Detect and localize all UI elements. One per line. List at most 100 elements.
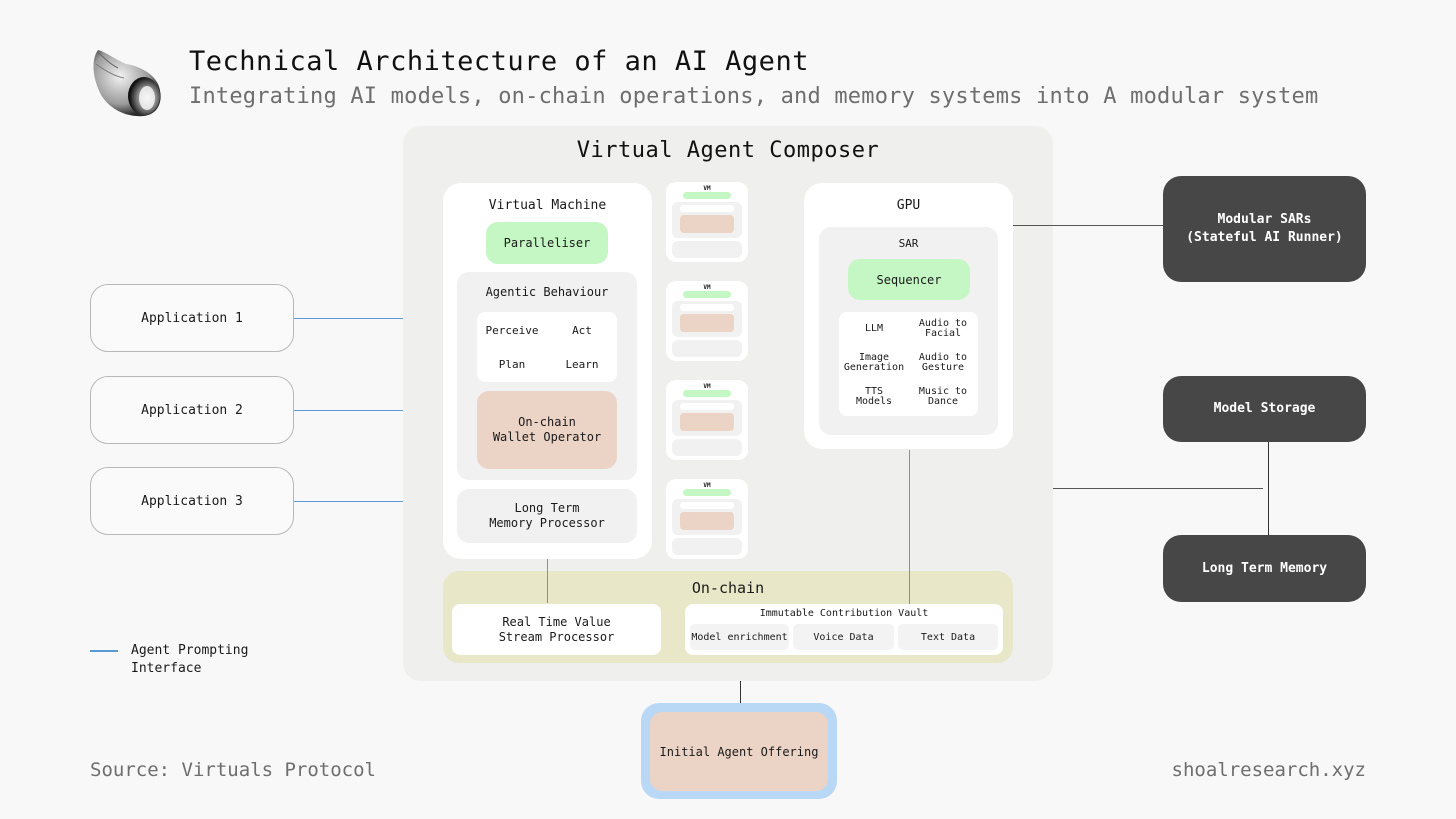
vm-thumb-bottom: [672, 538, 742, 555]
vm-thumb-peach: [680, 314, 734, 332]
composer-to-offering-connector: [740, 681, 741, 711]
wallet-operator-block: On-chain Wallet Operator: [477, 391, 617, 469]
modular-sars-line2: (Stateful AI Runner): [1186, 230, 1343, 245]
agentic-behaviour-title: Agentic Behaviour: [485, 285, 609, 299]
page-subtitle: Integrating AI models, on-chain operatio…: [189, 84, 1319, 109]
model-llm-line1: LLM: [864, 323, 884, 334]
value-stream-processor: Real Time Value Stream Processor: [452, 604, 661, 655]
gpu-to-onchain-connector: [909, 450, 910, 604]
vm-thumb-peach: [680, 413, 734, 431]
vm-thumb-white: [680, 403, 734, 410]
modular-sars-box: Modular SARs (Stateful AI Runner): [1163, 176, 1366, 282]
vm-thumbnail-label: VM: [703, 383, 711, 390]
application-3: Application 3: [90, 467, 294, 535]
seashell-logo-icon: [88, 44, 164, 120]
vm-thumb-green: [683, 291, 731, 298]
modular-sars-line1: Modular SARs: [1217, 212, 1312, 227]
long-term-memory-box: Long Term Memory: [1163, 535, 1366, 602]
vault-item-model-enrichment: Model enrichment: [690, 624, 789, 650]
composer-to-storage-connector: [1053, 488, 1263, 489]
vm-thumbnail-label: VM: [703, 185, 711, 192]
vm-to-onchain-connector: [547, 559, 548, 603]
long-term-memory-label: Long Term Memory: [1201, 560, 1328, 576]
vm-thumb-white: [680, 304, 734, 311]
wallet-operator-line1: On-chain: [518, 415, 576, 429]
vm-thumb-bottom: [672, 340, 742, 357]
vm-thumb-peach: [680, 215, 734, 233]
vm-thumbnail-label: VM: [703, 284, 711, 291]
model-line2: Gesture: [921, 362, 965, 373]
page-title: Technical Architecture of an AI Agent: [189, 46, 809, 77]
sequencer-label: Sequencer: [876, 272, 942, 287]
site-credit: shoalresearch.xyz: [1171, 759, 1366, 781]
gpu-to-sars-connector: [1013, 225, 1163, 226]
app2-connector: [294, 410, 403, 411]
memory-processor-line1: Long Term: [514, 501, 580, 515]
model-line1: Audio to: [918, 318, 968, 329]
application-2: Application 2: [90, 376, 294, 444]
vm-thumb-peach: [680, 512, 734, 530]
paralleliser-label: Paralleliser: [503, 236, 591, 250]
behaviour-grid: Perceive Act Plan Learn: [477, 312, 617, 382]
vault-item-voice-data: Voice Data: [793, 624, 894, 650]
model-line2: Generation: [843, 362, 905, 373]
model-line1: Image: [858, 352, 890, 363]
vm-thumb-green: [683, 192, 731, 199]
source-credit: Source: Virtuals Protocol: [90, 759, 376, 781]
vm-thumb-box: [672, 301, 742, 337]
vm-thumb-bottom: [672, 439, 742, 456]
model-line2: Models: [855, 396, 893, 407]
initial-agent-offering-label: Initial Agent Offering: [659, 744, 819, 759]
legend-label: Agent Prompting Interface: [131, 642, 248, 678]
model-llm: LLM: [839, 318, 909, 340]
vault-title: Immutable Contribution Vault: [759, 608, 929, 619]
app1-connector: [294, 318, 403, 319]
model-line2: Facial: [924, 328, 962, 339]
vm-thumb-box: [672, 499, 742, 535]
wallet-operator-line2: Wallet Operator: [492, 430, 602, 444]
legend-label-line1: Agent Prompting: [131, 643, 249, 658]
sequencer-block: Sequencer: [848, 259, 970, 300]
value-stream-line2: Stream Processor: [498, 629, 615, 644]
behaviour-act: Act: [572, 323, 592, 337]
onchain-title: On-chain: [691, 579, 765, 597]
model-storage-label: Model Storage: [1213, 401, 1316, 416]
vm-thumb-green: [683, 390, 731, 397]
app3-connector: [294, 501, 403, 502]
application-1-label: Application 1: [141, 310, 243, 326]
memory-processor-line2: Memory Processor: [489, 516, 605, 530]
sar-title: SAR: [898, 237, 919, 250]
initial-agent-offering: Initial Agent Offering: [650, 712, 828, 791]
vm-thumb-white: [680, 502, 734, 509]
behaviour-perceive: Perceive: [485, 323, 539, 337]
vm-thumbnail: VM: [666, 281, 748, 361]
application-1: Application 1: [90, 284, 294, 352]
vm-thumb-box: [672, 202, 742, 238]
gpu-title: GPU: [896, 197, 921, 213]
vm-thumb-white: [680, 205, 734, 212]
model-line1: Audio to: [918, 352, 968, 363]
application-3-label: Application 3: [141, 493, 243, 509]
vm-thumbnail-label: VM: [703, 482, 711, 489]
vm-thumbnail: VM: [666, 479, 748, 559]
vault-item-text-data: Text Data: [898, 624, 998, 650]
model-line2: Dance: [927, 396, 959, 407]
behaviour-plan: Plan: [498, 357, 526, 371]
virtual-machine-title: Virtual Machine: [488, 197, 607, 213]
behaviour-learn: Learn: [565, 357, 599, 371]
model-line1: TTS: [864, 386, 884, 397]
contribution-vault: Immutable Contribution Vault Model enric…: [685, 604, 1003, 655]
vm-thumb-green: [683, 489, 731, 496]
vm-thumb-bottom: [672, 241, 742, 258]
legend-line-icon: [90, 650, 118, 652]
composer-title: Virtual Agent Composer: [576, 138, 880, 163]
legend-label-line2: Interface: [131, 661, 202, 676]
storage-memory-connector: [1268, 442, 1269, 535]
memory-processor-block: Long Term Memory Processor: [457, 489, 637, 543]
paralleliser-block: Paralleliser: [486, 222, 608, 264]
